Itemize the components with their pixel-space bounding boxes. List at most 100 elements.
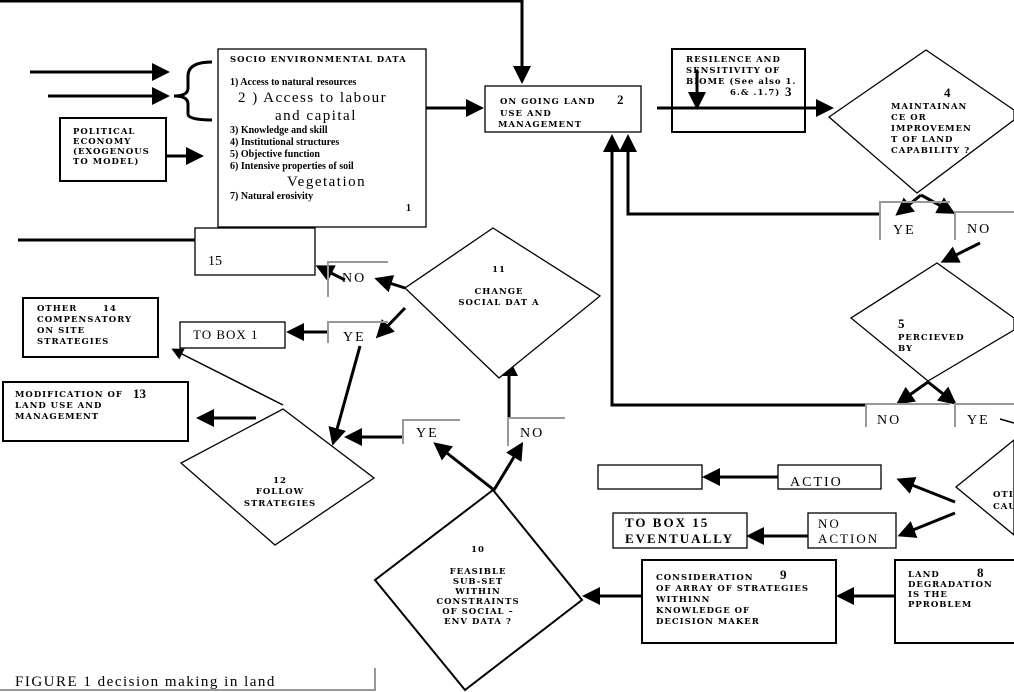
box2-number: 2: [617, 92, 624, 107]
box13-line: LAND USE AND: [15, 401, 102, 411]
no-label-4-frame: [954, 211, 1014, 240]
political-line: ECONOMY: [73, 137, 131, 147]
diamond12-line: FOLLOW: [256, 487, 304, 497]
box15-number: 15: [208, 254, 222, 269]
brace: [173, 60, 213, 122]
no-action-line: NO: [818, 516, 841, 531]
to-box15-box: TO BOX 15 EVENTUALLY: [612, 512, 748, 549]
box1-item: 5) Objective function: [230, 149, 320, 160]
yes-label-11: YE: [343, 330, 366, 345]
political-line: TO MODEL): [73, 156, 139, 167]
box3-line: BIOME (See also 1.: [686, 76, 796, 87]
to-box1-label: TO BOX 1: [193, 327, 259, 342]
diamond10-line: OF SOCIAL –: [442, 607, 513, 617]
yes-label-10-frame: [402, 419, 460, 444]
diamond7-line: CAU: [993, 502, 1014, 512]
political-economy-box: POLITICAL ECONOMY (EXOGENOUS TO MODEL): [59, 117, 167, 182]
diamond5-line: BY: [898, 344, 913, 354]
box13-line: MODIFICATION OF: [15, 390, 123, 400]
arrow: [897, 511, 956, 538]
yes-label-5: YE: [967, 413, 990, 428]
arrow: [328, 345, 362, 446]
diamond4-line: IMPROVEMEN: [891, 124, 972, 134]
box13-line: MANAGEMENT: [15, 412, 99, 422]
box-15: 15: [194, 227, 316, 276]
box2-line: MANAGEMENT: [498, 120, 582, 130]
arrow: [433, 442, 495, 492]
diamond4-line: MAINTAINAN: [891, 102, 967, 112]
figure-caption: FIGURE 1 decision making in land: [0, 668, 376, 691]
yes-label-4: YE: [893, 223, 916, 238]
arrow-yes4-to-box2: [619, 134, 880, 216]
box14-line: ON SITE: [37, 326, 85, 336]
diamond5-number: 5: [898, 316, 905, 331]
diamond4-line: CAPABILITY ?: [891, 146, 970, 156]
arrow: [171, 348, 284, 406]
box3-line: RESILENCE AND: [686, 55, 781, 65]
arrow-no5-to-box2: [603, 134, 866, 407]
modification-box: MODIFICATION OF LAND USE AND MANAGEMENT …: [2, 381, 189, 442]
box2-line: USE AND: [500, 109, 552, 119]
box14-line: OTHER: [37, 304, 77, 314]
box8-line: PPROBLEM: [908, 600, 972, 610]
diamond11-line: CHANGE: [475, 287, 524, 297]
no-label-5: NO: [877, 413, 901, 428]
diamond4-line: CE OR: [891, 113, 927, 123]
resilience-box: RESILENCE AND SENSITIVITY OF BIOME (See …: [657, 48, 828, 133]
diamond4-number: 4: [944, 85, 951, 100]
arrow: [896, 380, 929, 405]
to-box1-box: TO BOX 1: [179, 321, 286, 349]
box8-line: LAND: [908, 570, 940, 580]
arrow: [940, 241, 981, 263]
decision-diamond-12: 12 FOLLOW STRATEGIES: [179, 408, 376, 546]
arrow: [375, 306, 407, 339]
diamond10-line: WITHIN: [454, 587, 501, 597]
diamond10-line: ENV DATA ?: [444, 617, 512, 627]
connectors: [0, 0, 1014, 605]
yes-label-5-frame: [954, 403, 1014, 427]
diamond5-line: PERCIEVED: [898, 333, 965, 343]
box2-line: ON GOING LAND: [500, 97, 595, 107]
box8-line: DEGRADATION: [908, 580, 993, 590]
diamond12-line: STRATEGIES: [244, 499, 316, 509]
diamond11-number: 11: [492, 265, 506, 275]
caption-text: FIGURE 1 decision making in land: [15, 674, 276, 690]
no-label-10: NO: [520, 426, 544, 441]
box9-line: KNOWLEDGE OF: [656, 606, 750, 616]
political-line: POLITICAL: [73, 127, 135, 137]
no-label-5-frame: [865, 403, 950, 427]
box8-line: IS THE: [908, 590, 948, 600]
diamond4-line: T OF LAND: [891, 135, 953, 145]
box3-number: 3: [785, 84, 792, 99]
political-line: (EXOGENOUS: [73, 146, 150, 157]
arrow: [999, 418, 1014, 424]
diamond12-number: 12: [273, 476, 287, 486]
decision-diamond-7: OTI CAU: [954, 439, 1014, 536]
diamond10-number: 10: [471, 545, 485, 555]
box1-item: Vegetation: [287, 174, 366, 190]
box9-number: 9: [780, 567, 787, 582]
no-label-11: NO: [342, 271, 366, 286]
box9-line: WITHINN: [655, 595, 710, 605]
box9-line: DECISION MAKER: [656, 617, 760, 627]
compensatory-strategies-box: OTHER COMPENSATORY ON SITE STRATEGIES 14: [22, 297, 159, 358]
box1-item: 7) Natural erosivity: [230, 191, 313, 202]
box14-line: STRATEGIES: [37, 337, 109, 347]
to-box15-line: EVENTUALLY: [625, 531, 734, 546]
box1-item: 4) Institutional structures: [230, 137, 339, 148]
arrow: [927, 380, 957, 405]
land-degradation-box: LAND DEGRADATION IS THE PPROBLEM 8: [894, 559, 1014, 644]
yes-label-11-frame: [327, 321, 388, 343]
diamond10-line: SUB-SET: [453, 577, 503, 587]
ongoing-land-use-box: ON GOING LAND USE AND MANAGEMENT 2: [484, 85, 642, 133]
action-box: ACTIO: [777, 464, 882, 490]
to-box15-line: TO BOX 15: [625, 515, 709, 530]
arrow: [315, 265, 346, 282]
decision-diamond-4: 4 MAINTAINAN CE OR IMPROVEMEN T OF LAND …: [827, 49, 1014, 194]
box9-line: OF ARRAY OF STRATEGIES: [656, 584, 809, 594]
box13-number: 13: [133, 386, 147, 401]
yes-label-4-frame: [879, 201, 950, 240]
arrow: [492, 441, 524, 491]
box3-line: 6.& .1.7): [730, 87, 780, 98]
